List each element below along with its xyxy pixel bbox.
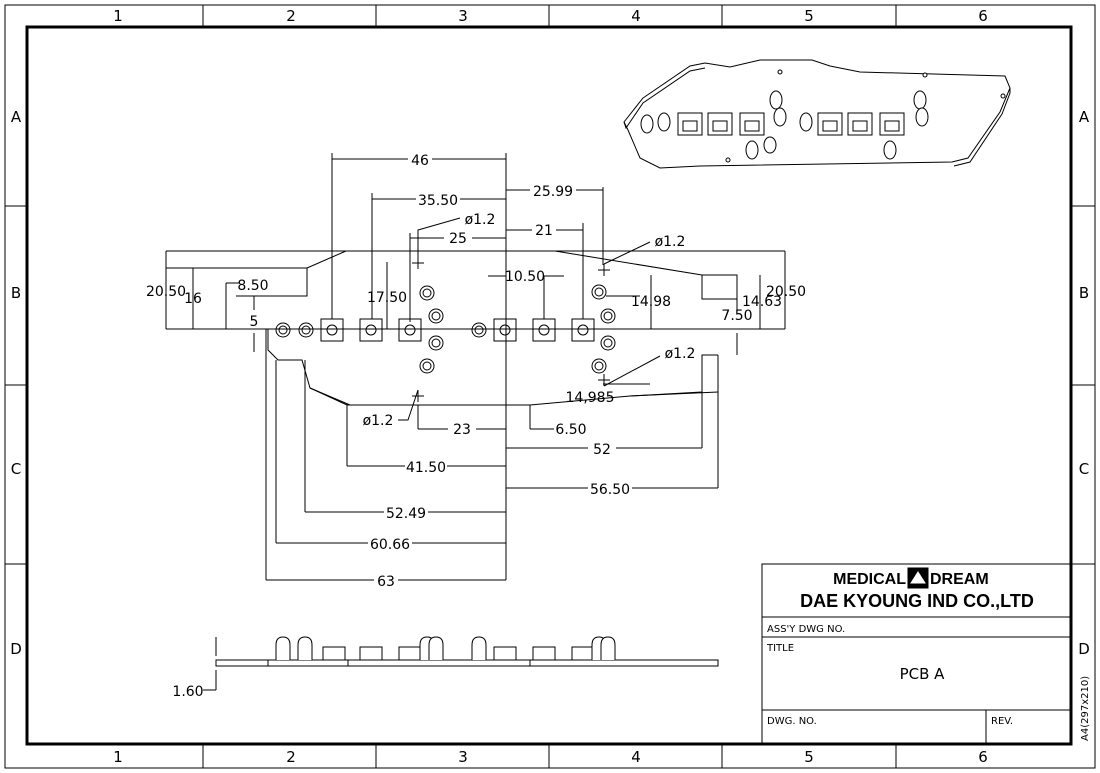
row-label-c-left: C [11, 460, 21, 478]
dim-phi-top-left: ø1.2 [465, 212, 496, 228]
iso-components [640, 69, 1006, 163]
brand-medical: MEDICAL [833, 571, 906, 588]
dim-14-63: 14.63 [742, 294, 782, 310]
dim-10-50: 10.50 [505, 269, 545, 285]
col-label-4-bottom: 4 [631, 748, 641, 766]
col-label-3-bottom: 3 [458, 748, 468, 766]
col-label-2-bottom: 2 [286, 748, 296, 766]
dim-46: 46 [411, 153, 429, 169]
row-label-d-right: D [1078, 640, 1090, 658]
grid-labels: 1 2 3 4 5 6 1 2 3 4 5 6 A B C D A B C D [10, 7, 1090, 766]
dimension-lines [165, 153, 786, 581]
assy-dwg-no-label: ASS'Y DWG NO. [767, 624, 845, 635]
col-label-4-top: 4 [631, 7, 641, 25]
row-label-a-left: A [11, 108, 22, 126]
col-label-2-top: 2 [286, 7, 296, 25]
dim-41-50: 41.50 [406, 460, 446, 476]
row-label-c-right: C [1079, 460, 1089, 478]
col-label-1-top: 1 [113, 7, 123, 25]
dim-20-50-left: 20.50 [146, 284, 186, 300]
dim-6-50: 6.50 [555, 422, 586, 438]
col-label-6-top: 6 [978, 7, 988, 25]
col-label-6-bottom: 6 [978, 748, 988, 766]
drawing-title: PCB A [900, 665, 946, 683]
col-label-5-bottom: 5 [804, 748, 814, 766]
dim-14-985: 14,985 [566, 390, 615, 406]
dim-16: 16 [184, 291, 202, 307]
dim-phi-bottom-left: ø1.2 [363, 413, 394, 429]
dim-35-50: 35.50 [418, 193, 458, 209]
dim-1-60: 1.60 [172, 684, 203, 700]
dim-phi-mid-right: ø1.2 [665, 346, 696, 362]
dim-8-50: 8.50 [237, 278, 268, 294]
dim-60-66: 60.66 [370, 537, 410, 553]
dim-63: 63 [377, 574, 395, 590]
dim-25-99: 25.99 [533, 184, 573, 200]
dwg-no-label: DWG. NO. [767, 716, 817, 727]
sheet-size-label: A4(297x210) [1080, 676, 1091, 741]
dim-5: 5 [250, 314, 259, 330]
col-label-1-bottom: 1 [113, 748, 123, 766]
row-label-a-right: A [1079, 108, 1090, 126]
dim-14-98: 14.98 [631, 294, 671, 310]
pcb-side-view [203, 636, 719, 691]
pcb-isometric-view [623, 59, 1011, 169]
title-block [761, 563, 1072, 745]
brand-dream: DREAM [930, 571, 989, 588]
rev-label: REV. [991, 716, 1013, 727]
dim-52-49: 52.49 [386, 506, 426, 522]
col-label-5-top: 5 [804, 7, 814, 25]
dim-21: 21 [535, 223, 553, 239]
dim-23: 23 [453, 422, 471, 438]
row-label-d-left: D [10, 640, 22, 658]
sheet-border [4, 4, 1096, 769]
dim-7-50: 7.50 [721, 308, 752, 324]
dim-25: 25 [449, 231, 467, 247]
pcb-top-view [166, 250, 785, 406]
dimension-labels: 46 35.50 25.99 ø1.2 25 21 ø1.2 20.50 16 … [146, 153, 806, 700]
dim-52: 52 [593, 442, 611, 458]
dim-17-50: 17.50 [367, 290, 407, 306]
row-label-b-left: B [11, 284, 21, 302]
title-block-text: MEDICAL DREAM DAE KYOUNG IND CO.,LTD ASS… [766, 571, 1091, 741]
dim-phi-top-right: ø1.2 [655, 234, 686, 250]
title-label: TITLE [766, 643, 794, 654]
row-label-b-right: B [1079, 284, 1089, 302]
dim-20-50-right: 20.50 [766, 284, 806, 300]
dim-56-50: 56.50 [590, 482, 630, 498]
col-label-3-top: 3 [458, 7, 468, 25]
company-name: DAE KYOUNG IND CO.,LTD [800, 591, 1034, 611]
